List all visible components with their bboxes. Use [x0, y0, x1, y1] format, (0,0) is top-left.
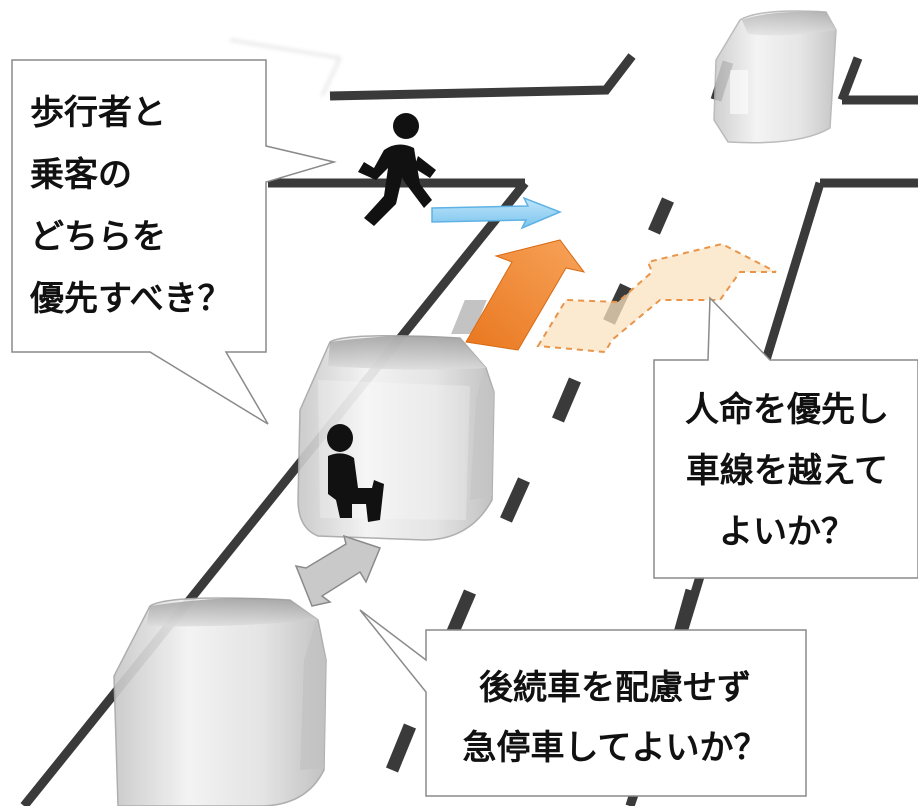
passenger-figure — [327, 424, 384, 522]
callout-box-priority — [11, 59, 337, 425]
far-curb-left — [329, 53, 636, 101]
far-curb-right-corner — [837, 56, 863, 102]
callout-line: どちらを — [30, 217, 166, 257]
alternative-path-overlap — [451, 300, 487, 334]
callout-box-lane-change — [653, 296, 918, 579]
callout-line: 急停車してよいか？ — [462, 728, 768, 768]
callout-line: 後続車を配慮せず — [479, 668, 751, 708]
callout-box-sudden-stop — [359, 609, 807, 797]
pedestrian-figure — [358, 113, 436, 226]
callout-text-lane-change: 人命を優先し 車線を越えて よいか？ — [656, 380, 918, 563]
callout-line: 車線を越えて — [685, 451, 889, 491]
callout-line: 乗客の — [30, 155, 132, 195]
callout-line: 人命を優先し — [685, 390, 889, 430]
straight-ahead-arrow — [431, 196, 562, 230]
callout-text-sudden-stop: 後続車を配慮せず 急停車してよいか？ — [428, 658, 802, 778]
background-paper-edge — [229, 39, 342, 97]
callout-line: 優先すべき？ — [30, 279, 232, 319]
following-distance-arrow — [294, 534, 381, 607]
autonomous-vehicle — [297, 335, 495, 541]
callout-text-priority: 歩行者と 乗客の どちらを 優先すべき？ — [30, 82, 232, 330]
following-vehicle — [113, 597, 327, 806]
alternative-path-arrow — [536, 242, 777, 354]
callout-line: 歩行者と — [30, 93, 166, 133]
oncoming-car — [713, 10, 837, 144]
road-edge-left — [20, 180, 529, 806]
callout-line: よいか？ — [719, 512, 855, 552]
swerve-arrow — [465, 239, 586, 351]
